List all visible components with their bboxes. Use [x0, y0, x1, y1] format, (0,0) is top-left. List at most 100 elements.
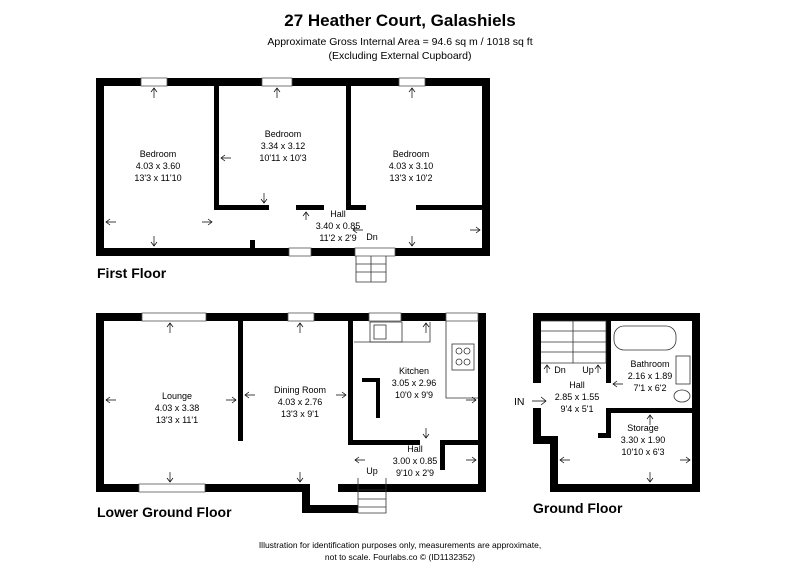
ff-bedroom-2-imperial: 10'11 x 10'3 — [259, 153, 306, 163]
kitchen-sink-bowl-icon — [373, 324, 387, 340]
entry-arrow-icon — [532, 396, 547, 406]
lg-stair — [357, 478, 387, 514]
hob-icon — [451, 343, 475, 371]
ff-window — [288, 247, 312, 257]
gf-wall-left — [533, 408, 541, 440]
lower-ground-floor-plan: Lounge 4.03 x 3.38 13'3 x 11'1 Dining Ro… — [96, 312, 486, 514]
dim-arrow — [559, 456, 691, 464]
dim-arrow — [166, 322, 174, 483]
ff-bedroom-2-metric: 3.34 x 3.12 — [261, 141, 306, 151]
ff-wall-left — [96, 78, 104, 256]
ff-bedroom-3-imperial: 13'3 x 10'2 — [390, 173, 433, 183]
ff-bedroom-1-metric: 4.03 x 3.60 — [136, 161, 181, 171]
lg-window — [141, 312, 207, 322]
lg-dining-label: Dining Room — [274, 385, 326, 395]
lg-window — [138, 483, 206, 493]
dim-arrow — [422, 322, 430, 439]
lg-wall-bottom — [338, 484, 486, 492]
hob-ring-icon — [455, 358, 463, 366]
ff-wall-top — [96, 78, 490, 86]
gf-wall-left — [550, 436, 558, 492]
lg-window — [368, 312, 402, 322]
gf-storage-label: Storage — [627, 423, 659, 433]
first-floor-title: First Floor — [97, 265, 167, 281]
ground-floor-plan: Dn Up IN Bathroom 2.16 x 1.89 7'1 x 6'2 … — [514, 313, 700, 492]
gf-hall-label: Hall — [569, 380, 585, 390]
lg-wall-interior — [376, 378, 380, 418]
ff-hall-label: Hall — [330, 209, 346, 219]
ff-stair — [355, 256, 387, 283]
dim-arrow — [352, 226, 481, 234]
dim-arrow — [646, 414, 654, 483]
ff-window — [261, 77, 293, 87]
gf-wall-bottom — [550, 484, 700, 492]
lg-kitchen-label: Kitchen — [399, 366, 429, 376]
disclaimer-line-1: Illustration for identification purposes… — [259, 540, 541, 550]
lg-wall-interior — [362, 378, 380, 382]
dim-arrow — [408, 87, 416, 247]
kitchen-counter — [354, 321, 478, 399]
toilet-icon — [673, 389, 691, 403]
lg-stair-up-label: Up — [366, 466, 378, 476]
lg-dining-metric: 4.03 x 2.76 — [278, 397, 323, 407]
gf-bathroom-metric: 2.16 x 1.89 — [628, 371, 673, 381]
ff-window — [140, 77, 168, 87]
ff-wall-interior — [214, 86, 219, 210]
first-floor-plan: Bedroom 4.03 x 3.60 13'3 x 11'10 Bedroom… — [96, 77, 490, 283]
ff-wall-interior — [214, 205, 269, 210]
lg-lounge-imperial: 13'3 x 11'1 — [156, 415, 198, 425]
lg-window — [445, 312, 479, 322]
basin-icon — [675, 355, 691, 385]
bath-icon — [613, 325, 677, 351]
gf-stair — [541, 320, 607, 364]
gf-entrance-label: IN — [514, 396, 525, 408]
lg-dining-imperial: 13'3 x 9'1 — [281, 409, 319, 419]
lg-lounge-label: Lounge — [162, 391, 192, 401]
gf-wall-interior — [606, 321, 611, 383]
ff-hall-metric: 3.40 x 0.85 — [316, 221, 361, 231]
ff-bedroom-3-metric: 4.03 x 3.10 — [389, 161, 434, 171]
hob-ring-icon — [455, 347, 463, 355]
gross-area-line: Approximate Gross Internal Area = 94.6 s… — [267, 36, 532, 48]
dim-arrow — [220, 154, 231, 162]
dim-arrow — [105, 396, 237, 404]
lg-lounge-metric: 4.03 x 3.38 — [155, 403, 200, 413]
gf-wall-right — [692, 313, 700, 492]
lg-stair-bay-wall — [302, 505, 358, 513]
lg-wall-right — [478, 313, 486, 492]
gf-wall-left — [533, 436, 558, 444]
ff-wall-interior — [346, 86, 351, 210]
ff-wall-interior — [346, 205, 366, 210]
ff-stair-dn-label: Dn — [366, 232, 378, 242]
lg-wall-interior — [238, 321, 243, 441]
ff-window — [398, 77, 426, 87]
gf-stair-up-label: Up — [582, 365, 594, 375]
lg-wall-left — [96, 313, 104, 492]
ff-bedroom-2-label: Bedroom — [265, 129, 302, 139]
gf-wall-top — [533, 313, 700, 321]
gf-stair-dn-label: Dn — [554, 365, 566, 375]
gf-storage-metric: 3.30 x 1.90 — [621, 435, 666, 445]
lg-kitchen-metric: 3.05 x 2.96 — [392, 378, 437, 388]
dim-arrow — [612, 380, 623, 388]
dim-arrow — [354, 456, 477, 464]
dim-arrow — [302, 211, 310, 220]
dim-arrow — [260, 87, 281, 204]
disclaimer-line-2: not to scale. Fourlabs.co © (ID1132352) — [325, 552, 475, 562]
lg-wall-interior — [348, 440, 420, 445]
hob-ring-icon — [463, 358, 471, 366]
lg-wall-interior — [440, 440, 445, 470]
gf-hall-imperial: 9'4 x 5'1 — [561, 404, 594, 414]
gf-wall-interior — [606, 408, 692, 413]
ff-bedroom-1-label: Bedroom — [140, 149, 177, 159]
lg-wall-interior — [440, 440, 478, 445]
ff-hall-imperial: 11'2 x 2'9 — [319, 233, 356, 243]
dim-arrow — [244, 391, 347, 399]
property-title: 27 Heather Court, Galashiels — [284, 11, 515, 30]
gf-bathroom-label: Bathroom — [630, 359, 669, 369]
gf-hall-metric: 2.85 x 1.55 — [555, 392, 600, 402]
ff-bedroom-3-label: Bedroom — [393, 149, 430, 159]
lg-hall-metric: 3.00 x 0.85 — [393, 456, 438, 466]
dim-arrow — [105, 218, 213, 226]
